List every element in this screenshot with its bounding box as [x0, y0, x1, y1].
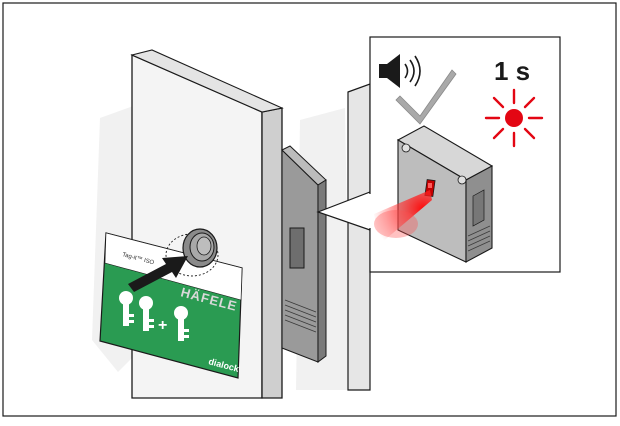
plus-symbol: + [158, 317, 167, 334]
lock-body [282, 146, 326, 362]
door-edge [262, 108, 282, 398]
door-frame-panel [348, 84, 370, 390]
timer-label: 1 s [494, 56, 530, 86]
red-light-glow [374, 210, 418, 238]
red-blink-burst-icon [486, 90, 542, 146]
